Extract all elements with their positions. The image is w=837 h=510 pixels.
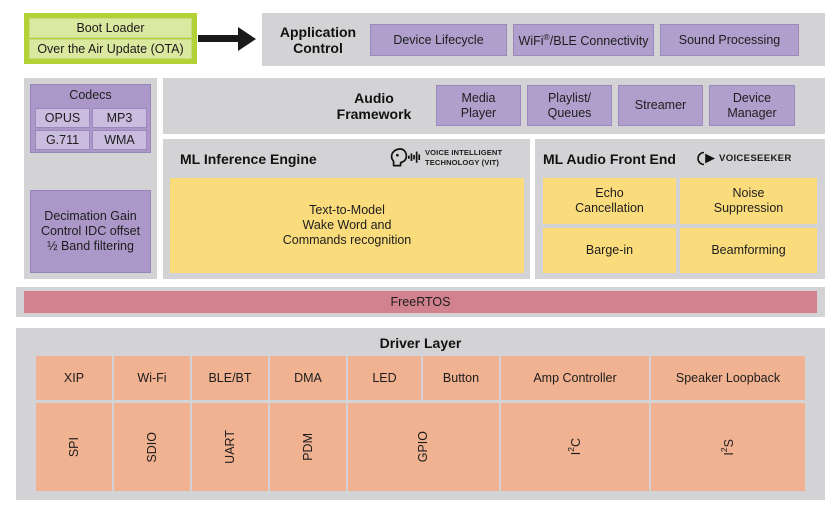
driver-i2c-base: I [569,452,584,456]
driver-pdm-box[interactable]: PDM [270,403,346,491]
wifi-ble-connectivity-box[interactable]: WiFi®/BLE Connectivity [513,24,654,56]
ml-inference-body-line3: Commands recognition [282,232,412,247]
decimation-line-3: ½ Band filtering [47,238,134,253]
driver-button-box[interactable]: Button [423,356,499,400]
device-manager-line1: Device [732,90,772,105]
driver-spi-box[interactable]: SPI [36,403,112,491]
driver-xip-box[interactable]: XIP [36,356,112,400]
media-player-box[interactable]: Media Player [436,85,521,126]
voiceseeker-logo: VOICESEEKER [697,151,792,166]
application-control-title: Application Control [268,20,368,60]
driver-uart-label: UART [222,430,237,464]
driver-wifi-box[interactable]: Wi-Fi [114,356,190,400]
noise-suppression-box[interactable]: Noise Suppression [680,178,817,224]
device-manager-box[interactable]: Device Manager [709,85,795,126]
flow-arrow-shaft [198,35,240,42]
driver-uart-box[interactable]: UART [192,403,268,491]
driver-amp-controller-box[interactable]: Amp Controller [501,356,649,400]
ml-inference-engine-title: ML Inference Engine [180,150,317,167]
driver-i2s-label: I2S [719,439,737,456]
sound-processing-box[interactable]: Sound Processing [660,24,799,56]
vit-logo-text: VOICE INTELLIGENT TECHNOLOGY (VIT) [425,148,502,167]
ota-update-box[interactable]: Over the Air Update (OTA) [29,39,192,59]
vit-head-waves-icon [390,148,421,167]
driver-spi-label: SPI [66,436,81,458]
driver-i2c-sup: 2 [566,447,577,453]
playlist-queues-line2: Queues [547,105,592,120]
echo-cancellation-line2: Cancellation [575,201,644,215]
driver-i2s-sup: 2 [719,447,730,452]
application-control-title-line2: Control [293,40,343,56]
boot-loader-box[interactable]: Boot Loader [29,18,192,38]
audio-framework-title-line2: Framework [336,106,412,122]
driver-pdm-label: PDM [300,433,315,461]
driver-dma-box[interactable]: DMA [270,356,346,400]
driver-layer-title: Driver Layer [379,334,462,351]
freertos-bar[interactable]: FreeRTOS [24,291,817,313]
decimation-box[interactable]: Decimation Gain Control IDC offset ½ Ban… [30,190,151,273]
noise-suppression-line1: Noise [732,186,765,201]
media-player-line1: Media [461,90,496,105]
codecs-title: Codecs [69,88,112,103]
noise-suppression-line2: Suppression [713,201,784,215]
codec-mp3-box[interactable]: MP3 [92,108,147,128]
codec-wma-box[interactable]: WMA [92,130,147,150]
playlist-queues-line1: Playlist/ [547,90,592,105]
codec-opus-box[interactable]: OPUS [35,108,90,128]
streamer-box[interactable]: Streamer [618,85,703,126]
decimation-line-2: Control IDC offset [40,224,141,239]
barge-in-box[interactable]: Barge-in [543,228,676,273]
boot-loader-group: Boot Loader Over the Air Update (OTA) [24,13,197,64]
driver-sdio-box[interactable]: SDIO [114,403,190,491]
beamforming-box[interactable]: Beamforming [680,228,817,273]
voiceseeker-mark-icon [697,151,715,166]
driver-speaker-loopback-box[interactable]: Speaker Loopback [651,356,805,400]
codec-g711-box[interactable]: G.711 [35,130,90,150]
playlist-queues-box[interactable]: Playlist/ Queues [527,85,612,126]
application-control-title-line1: Application [279,23,357,40]
driver-gpio-box[interactable]: GPIO [348,403,499,491]
driver-gpio-label: GPIO [416,431,431,463]
audio-framework-title: Audio Framework [318,86,430,126]
driver-i2s-tail: S [722,438,737,448]
vit-logo: VOICE INTELLIGENT TECHNOLOGY (VIT) [389,147,502,168]
ml-inference-body-box[interactable]: Text-to-Model Wake Word and Commands rec… [170,178,524,273]
wifi-ble-connectivity-label: WiFi®/BLE Connectivity [518,31,649,48]
device-lifecycle-box[interactable]: Device Lifecycle [370,24,507,56]
driver-sdio-label: SDIO [144,431,159,463]
media-player-line2: Player [460,105,497,120]
driver-i2c-box[interactable]: I2C [501,403,649,491]
ml-inference-body-line2: Wake Word and [302,218,392,233]
vit-logo-line2: TECHNOLOGY (VIT) [425,157,500,167]
ml-inference-body-line1: Text-to-Model [309,203,385,218]
voiceseeker-logo-text: VOICESEEKER [719,153,792,164]
echo-cancellation-box[interactable]: Echo Cancellation [543,178,676,224]
flow-arrow-head-icon [238,27,256,51]
driver-i2c-tail: C [569,438,584,448]
driver-i2c-label: I2C [566,438,584,455]
vit-logo-line1: VOICE INTELLIGENT [425,148,503,158]
decimation-line-1: Decimation Gain [44,209,137,224]
echo-cancellation-line1: Echo [595,186,624,201]
audio-framework-title-line1: Audio [354,89,394,106]
driver-led-box[interactable]: LED [348,356,421,400]
driver-i2s-box[interactable]: I2S [651,403,805,491]
ml-audio-front-end-title: ML Audio Front End [543,150,676,167]
driver-ble-bt-box[interactable]: BLE/BT [192,356,268,400]
device-manager-line2: Manager [727,105,777,120]
